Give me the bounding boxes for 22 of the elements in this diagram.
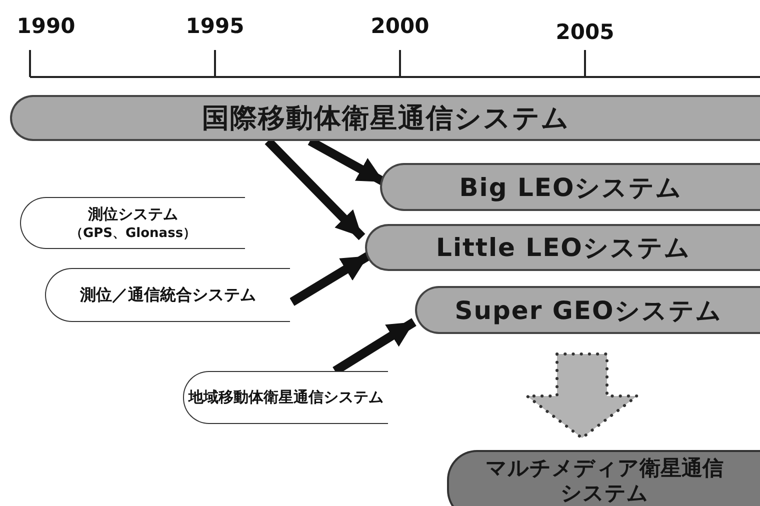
system-band (10, 95, 760, 141)
system-box (183, 371, 388, 424)
system-box (20, 197, 245, 249)
year-label: 2005 (556, 20, 614, 44)
year-label: 1990 (16, 14, 76, 38)
node-title: Little LEOシステム (436, 232, 691, 264)
arrow (290, 252, 370, 306)
node-title: 国際移動体衛星通信システム (202, 102, 570, 136)
year-label: 2000 (370, 14, 430, 38)
node-title: Super GEOシステム (454, 294, 722, 326)
system-band (380, 163, 760, 211)
year-label: 1995 (186, 14, 244, 38)
node-title: Big LEOシステム (459, 172, 683, 204)
system-band (447, 450, 760, 506)
node-title: 測位／通信統合システム (80, 284, 256, 306)
node-subtitle: （GPS、Glonass） (70, 224, 196, 242)
system-box (45, 268, 290, 322)
node-title: 測位システム (88, 204, 178, 224)
node-title: マルチメディア衛星通信システム (484, 455, 724, 506)
system-band (365, 224, 760, 271)
node-title: 地域移動体衛星通信システム (188, 388, 384, 407)
system-band (415, 286, 760, 334)
